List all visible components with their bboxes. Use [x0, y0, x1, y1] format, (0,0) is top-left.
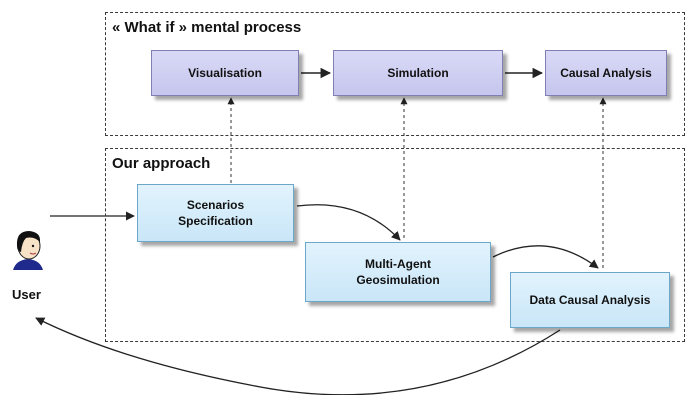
simulation-label: Simulation [387, 65, 449, 80]
approach-frame [105, 148, 685, 342]
geosimulation-box: Multi-Agent Geosimulation [305, 242, 491, 302]
user-label: User [12, 287, 41, 302]
visualisation-label: Visualisation [188, 65, 262, 80]
data-causal-analysis-label: Data Causal Analysis [529, 292, 651, 307]
causal-analysis-label: Causal Analysis [560, 65, 652, 80]
scenarios-specification-box: Scenarios Specification [137, 184, 294, 242]
arrow-data-causal-to-user [35, 317, 561, 395]
approach-frame-title: Our approach [112, 155, 211, 172]
simulation-box: Simulation [333, 50, 503, 96]
causal-analysis-box: Causal Analysis [545, 50, 667, 96]
arrow-scenarios-to-geosim [296, 204, 401, 241]
arrow-geosim-to-data-causal [492, 245, 599, 269]
user-avatar-icon [13, 231, 43, 270]
scenarios-label-line1: Scenarios [186, 197, 245, 212]
data-causal-analysis-box: Data Causal Analysis [510, 272, 670, 328]
visualisation-box: Visualisation [151, 50, 299, 96]
what-if-frame [105, 12, 685, 136]
scenarios-label-line2: Specification [178, 214, 253, 228]
what-if-frame-title: « What if » mental process [112, 19, 302, 36]
geosimulation-label-line2: Geosimulation [356, 273, 440, 287]
geosimulation-label-line1: Multi-Agent [365, 256, 431, 271]
